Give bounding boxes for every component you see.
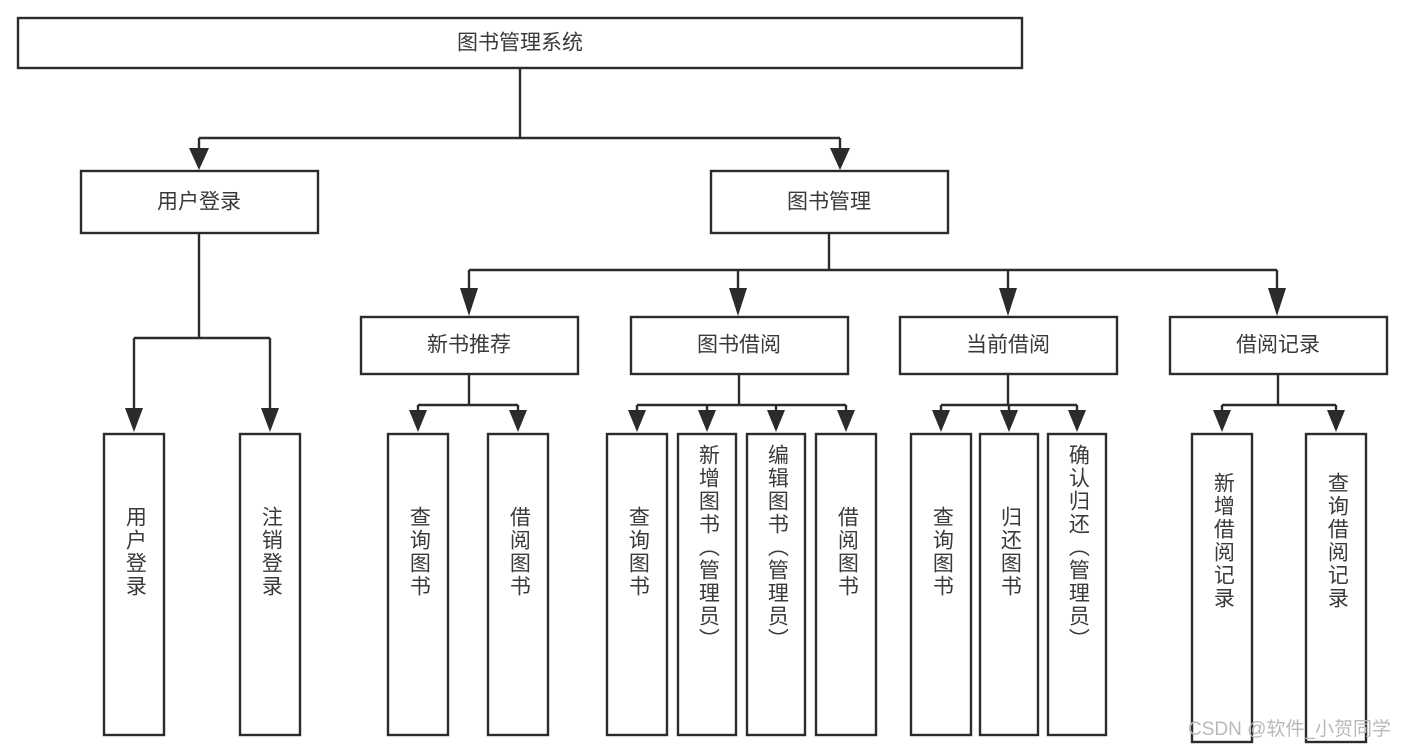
arrowhead-leaf-add-book	[698, 410, 716, 432]
arrowhead-leaf-edit-book	[767, 410, 785, 432]
book-borrow-label: 图书借阅	[697, 334, 781, 357]
node-book-manage[interactable]: 图书管理	[709, 169, 950, 235]
node-new-book-recommend[interactable]: 新书推荐	[359, 315, 580, 376]
user-login-label: 用户登录	[157, 191, 241, 214]
arrowhead-borrow-record	[1268, 288, 1286, 316]
leaf-box-borrow-book-1[interactable]	[486, 432, 550, 737]
new-book-recommend-label: 新书推荐	[427, 334, 511, 357]
node-borrow-record[interactable]: 借阅记录	[1168, 315, 1389, 376]
arrowhead-book-manage	[830, 148, 850, 170]
root-box[interactable]	[16, 16, 1024, 70]
leaf-box-add-borrow-record[interactable]	[1190, 432, 1254, 744]
arrowhead-leaf-confirm-return	[1068, 410, 1086, 432]
leaf-box-add-book[interactable]	[676, 432, 738, 737]
new-book-recommend-box[interactable]	[359, 315, 580, 376]
current-borrow-label: 当前借阅	[966, 334, 1050, 357]
node-root[interactable]: 图书管理系统	[16, 16, 1024, 70]
leaf-box-borrow-book-2[interactable]	[814, 432, 878, 737]
leaf-box-query-borrow-record[interactable]	[1304, 432, 1368, 744]
arrowhead-new-book-recommend	[460, 288, 478, 316]
arrowhead-leaf-return-book	[1000, 410, 1018, 432]
leaf-box-logout-login[interactable]	[238, 432, 302, 737]
arrowhead-leaf-logout-login	[261, 408, 279, 432]
leaf-box-edit-book[interactable]	[745, 432, 807, 737]
arrowhead-leaf-borrow-book-1	[509, 410, 527, 432]
book-borrow-box[interactable]	[629, 315, 850, 376]
leaf-box-query-book-1[interactable]	[386, 432, 450, 737]
arrowhead-current-borrow	[999, 288, 1017, 316]
leaf-box-user-login[interactable]	[102, 432, 166, 737]
leaf-box-query-book-2[interactable]	[605, 432, 669, 737]
leaf-box-return-book[interactable]	[978, 432, 1040, 737]
borrow-record-label: 借阅记录	[1236, 334, 1320, 357]
arrowhead-leaf-add-borrow-record	[1213, 410, 1231, 432]
leaf-box-confirm-return[interactable]	[1046, 432, 1108, 737]
arrowhead-user-login	[189, 148, 209, 170]
book-manage-box[interactable]	[709, 169, 950, 235]
borrow-record-box[interactable]	[1168, 315, 1389, 376]
arrowhead-leaf-query-book-2	[628, 410, 646, 432]
arrowhead-book-borrow	[729, 288, 747, 316]
node-current-borrow[interactable]: 当前借阅	[898, 315, 1119, 376]
book-manage-label: 图书管理	[787, 191, 871, 214]
arrowhead-leaf-query-borrow-record	[1327, 410, 1345, 432]
arrowhead-leaf-query-book-1	[409, 410, 427, 432]
current-borrow-box[interactable]	[898, 315, 1119, 376]
arrowhead-leaf-user-login	[125, 408, 143, 432]
arrowhead-leaf-borrow-book-2	[837, 410, 855, 432]
node-user-login[interactable]: 用户登录	[79, 169, 320, 235]
leaf-box-query-book-3[interactable]	[909, 432, 973, 737]
node-book-borrow[interactable]: 图书借阅	[629, 315, 850, 376]
root-label: 图书管理系统	[457, 32, 583, 55]
arrowhead-leaf-query-book-3	[932, 410, 950, 432]
